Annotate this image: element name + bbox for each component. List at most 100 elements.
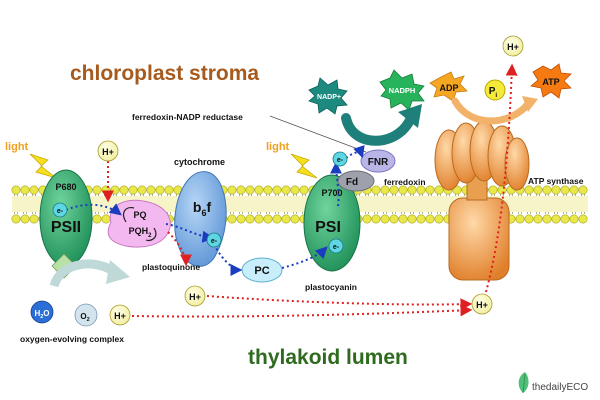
lipid-head xyxy=(290,185,300,195)
lipid-head xyxy=(389,214,399,224)
lipid-head xyxy=(425,214,435,224)
pc-label: PC xyxy=(254,265,269,277)
nadph-flow-arrowhead xyxy=(398,104,422,128)
lipid-head xyxy=(560,214,570,224)
lipid-head xyxy=(155,185,165,195)
water-main: H xyxy=(34,309,40,318)
light-icon-2 xyxy=(290,153,318,179)
lipid-head xyxy=(20,214,30,224)
lipid-head xyxy=(263,214,273,224)
lipid-head xyxy=(524,185,534,195)
lipid-head xyxy=(245,214,255,224)
water-split-arrow xyxy=(49,259,117,288)
pi-sub: i xyxy=(495,92,497,99)
lipid-head xyxy=(542,214,552,224)
lipid-head xyxy=(281,214,291,224)
lipid-head xyxy=(128,185,138,195)
lipid-head xyxy=(416,185,426,195)
lipid-head xyxy=(578,214,588,224)
lipid-head xyxy=(371,214,381,224)
cytochrome-caption: cytochrome xyxy=(174,157,225,167)
pi-main: P xyxy=(489,86,496,97)
ferredoxin-caption: ferredoxin xyxy=(384,177,426,187)
psii-label: PSII xyxy=(51,219,81,236)
adp-label: ADP xyxy=(439,83,458,93)
lipid-head xyxy=(92,185,102,195)
lipid-head xyxy=(164,185,174,195)
fnr: FNR xyxy=(360,149,396,173)
lipid-head xyxy=(227,214,237,224)
lipid-head xyxy=(551,214,561,224)
psi-electron-label: e- xyxy=(333,244,340,251)
lipid-head xyxy=(236,185,246,195)
cytochrome-electron: e- xyxy=(206,232,222,248)
h-ion-lumen-psii: H+ xyxy=(109,304,131,326)
lipid-head xyxy=(290,214,300,224)
oxygen-molecule: O2 xyxy=(74,303,98,327)
atp-flow-arrow xyxy=(451,97,532,125)
lipid-head xyxy=(254,214,264,224)
lipid-head xyxy=(92,214,102,224)
psi-label: PSI xyxy=(315,219,341,236)
oxygen-main: O xyxy=(80,312,86,321)
cyt-tail: f xyxy=(206,199,211,215)
lipid-head xyxy=(533,185,543,195)
proton-path-atp-stroma xyxy=(485,63,518,293)
lipid-head xyxy=(407,214,417,224)
atp-label: ATP xyxy=(542,77,559,87)
pq-bottom-sub: 2 xyxy=(148,233,152,239)
psii-code: P680 xyxy=(55,182,76,192)
lipid-head xyxy=(533,214,543,224)
ferredoxin: Fd xyxy=(337,170,375,192)
lipid-head xyxy=(137,185,147,195)
lipid-head xyxy=(560,185,570,195)
h-ion-label: H+ xyxy=(507,42,519,52)
water-sub: 2 xyxy=(40,314,43,320)
light-icon-1 xyxy=(29,153,57,179)
proton-path-lumen-atp-2 xyxy=(131,304,473,318)
nadp-label: NADP+ xyxy=(317,94,341,101)
lipid-head xyxy=(398,185,408,195)
lipid-head xyxy=(380,185,390,195)
h-ion-label: H+ xyxy=(476,300,488,310)
fnr-pointer-line xyxy=(269,115,367,153)
lipid-head xyxy=(263,185,273,195)
psi-electron: e- xyxy=(328,238,344,254)
light-label-2: light xyxy=(266,141,290,153)
lipid-head xyxy=(551,185,561,195)
fnr-caption: ferredoxin-NADP reductase xyxy=(132,112,243,122)
cyt-main: b xyxy=(193,199,202,215)
oxygen-label: O2 xyxy=(80,312,89,323)
water-molecule: H2O xyxy=(30,300,54,324)
electron-path-cyt-pc xyxy=(213,243,243,276)
lipid-head xyxy=(236,214,246,224)
water-tail: O xyxy=(43,309,49,318)
lipid-head xyxy=(398,214,408,224)
lipid-head xyxy=(146,185,156,195)
lipid-head xyxy=(101,214,111,224)
nadph-badge: NADPH xyxy=(379,69,425,111)
pq-bottom: PQH2 xyxy=(129,226,153,239)
water-split-arrowhead xyxy=(106,260,130,284)
plastoquinone-caption: plastoquinone xyxy=(142,262,200,272)
adp-badge: ADP xyxy=(429,71,468,102)
plastocyanin: PC xyxy=(241,257,283,283)
h-ion-lumen-cyt: H+ xyxy=(184,285,206,307)
plastocyanin-caption: plastocyanin xyxy=(305,282,357,292)
pq-top: PQ xyxy=(133,210,146,220)
lipid-head xyxy=(281,185,291,195)
cytochrome-label: b6f xyxy=(193,199,212,218)
electron-path-pc-psi xyxy=(281,246,328,269)
lipid-head xyxy=(578,185,588,195)
h-ion-stroma-atp: H+ xyxy=(502,35,524,57)
lipid-head xyxy=(11,185,21,195)
lipid-head xyxy=(11,214,21,224)
nadp-badge: NADP+ xyxy=(308,77,348,115)
lipid-head xyxy=(362,214,372,224)
electron-path-psii-pq xyxy=(65,203,122,216)
lipid-head xyxy=(569,185,579,195)
lipid-head xyxy=(371,185,381,195)
brand-label: thedailyECO xyxy=(532,382,588,393)
